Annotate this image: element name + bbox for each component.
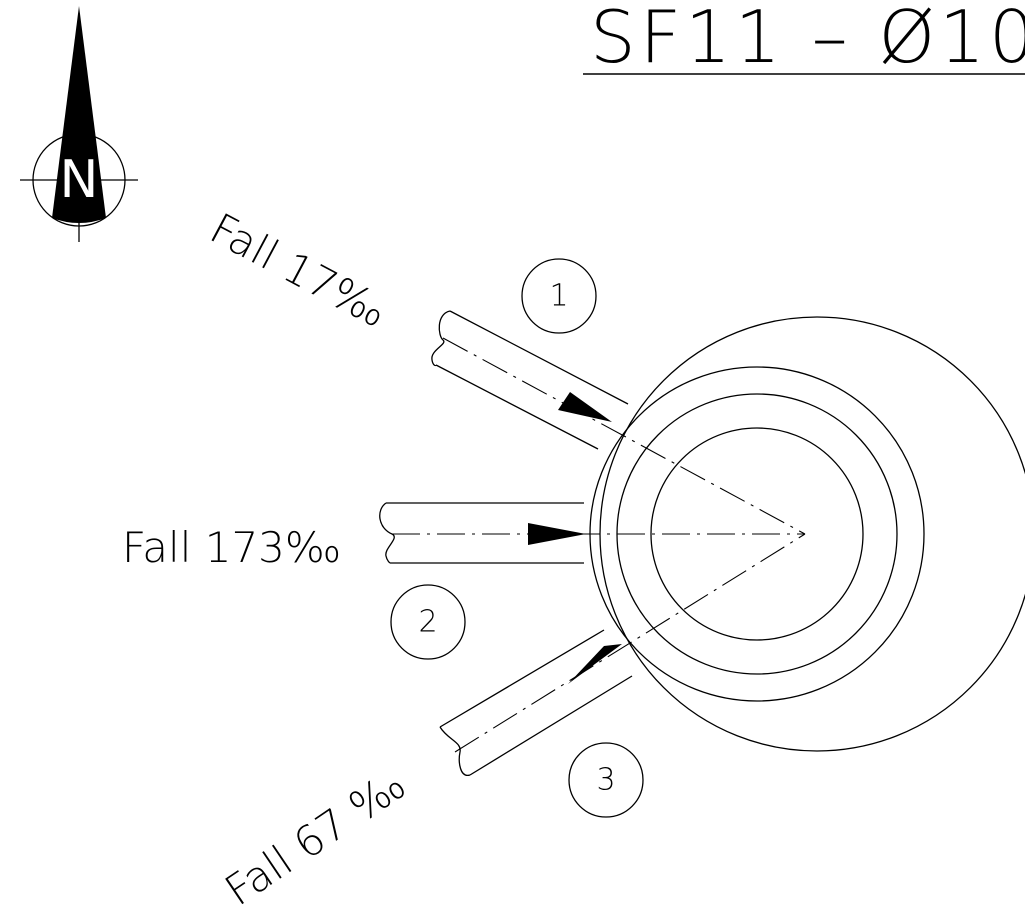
north-label: N — [60, 150, 99, 210]
manhole-inner-ring — [650, 427, 864, 641]
north-arrow-icon: N — [20, 6, 138, 242]
north-arrow-needle — [52, 6, 106, 223]
pipe-number-balloons: 1 2 3 — [390, 258, 644, 818]
pipe-1-fall-label: Fall 17‰ — [202, 204, 395, 338]
pipe-1-number: 1 — [549, 279, 568, 314]
pipe-1-centerline — [442, 337, 806, 535]
pipe-2-number: 2 — [418, 605, 437, 640]
pipe-1-break — [431, 310, 451, 367]
pipe-3-fall-label: Fall 67 ‰ — [216, 760, 414, 914]
pipe-3-number: 3 — [596, 763, 615, 798]
pipe-1-edge-bottom — [435, 364, 599, 450]
manhole-rings — [589, 316, 1025, 752]
pipe-3 — [439, 533, 806, 776]
pipe-3-break — [439, 726, 471, 776]
drawing-title-block: SF11 – Ø10 — [583, 0, 1025, 79]
drawing-title: SF11 – Ø10 — [590, 0, 1025, 79]
pipe-3-edge-bottom — [469, 675, 633, 776]
pipe-3-flow-arrow-icon — [568, 644, 622, 684]
pipe-3-balloon — [568, 742, 644, 818]
pipe-1-balloon — [521, 258, 597, 334]
pipe-1-flow-arrow-icon — [558, 392, 612, 422]
pipe-2-fall-label: Fall 173‰ — [122, 523, 341, 572]
pipe-3-edge-top — [439, 629, 605, 728]
pipe-2-balloon — [390, 584, 466, 660]
pipe-2-break — [379, 502, 395, 564]
pipe-2 — [379, 502, 805, 564]
fall-labels: Fall 17‰ Fall 173‰ Fall 67 ‰ — [122, 204, 414, 914]
pipe-2-flow-arrow-icon — [528, 523, 586, 545]
pipe-1-edge-top — [449, 310, 629, 405]
pipe-1 — [431, 310, 806, 535]
pipe-3-centerline — [454, 533, 806, 753]
